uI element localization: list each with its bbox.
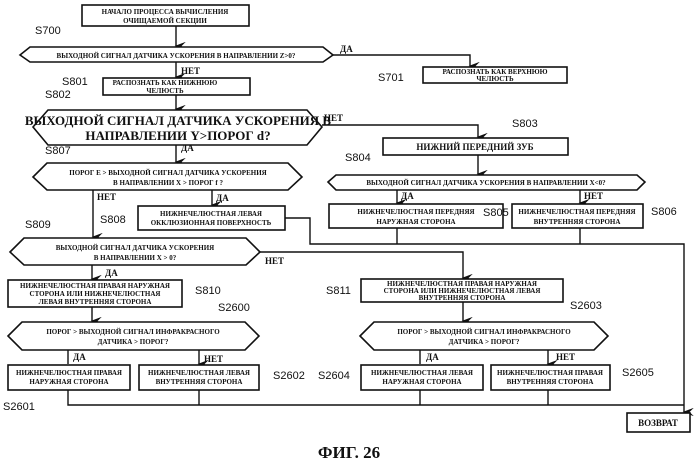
svg-text:ОЧИЩАЕМОЙ СЕКЦИИ: ОЧИЩАЕМОЙ СЕКЦИИ — [123, 17, 207, 25]
svg-text:НИЖНЕЧЕЛЮСТНАЯ ЛЕВАЯ: НИЖНЕЧЕЛЮСТНАЯ ЛЕВАЯ — [160, 210, 262, 218]
svg-text:ДА: ДА — [340, 44, 353, 54]
svg-text:НИЖНЕЧЕЛЮСТНАЯ ПРАВАЯ: НИЖНЕЧЕЛЮСТНАЯ ПРАВАЯ — [497, 369, 603, 377]
svg-text:НЕТ: НЕТ — [97, 192, 116, 202]
svg-text:НАРУЖНАЯ СТОРОНА: НАРУЖНАЯ СТОРОНА — [376, 218, 455, 226]
svg-text:НЕТ: НЕТ — [181, 66, 200, 76]
svg-text:ВЫХОДНОЙ СИГНАЛ ДАТЧИКА УСКОРЕ: ВЫХОДНОЙ СИГНАЛ ДАТЧИКА УСКОРЕНИЯ В — [25, 113, 332, 128]
svg-text:S2605: S2605 — [622, 367, 654, 379]
svg-text:НИЖНЕЧЕЛЮСТНАЯ ПЕРЕДНЯЯ: НИЖНЕЧЕЛЮСТНАЯ ПЕРЕДНЯЯ — [518, 208, 635, 216]
svg-text:ВНУТРЕННЯЯ СТОРОНА: ВНУТРЕННЯЯ СТОРОНА — [419, 294, 506, 302]
process-s701: S701 РАСПОЗНАТЬ КАК ВЕРХНЮЮ ЧЕЛЮСТЬ — [378, 67, 567, 84]
svg-text:ОККЛЮЗИОННАЯ ПОВЕРХНОСТЬ: ОККЛЮЗИОННАЯ ПОВЕРХНОСТЬ — [151, 219, 272, 227]
process-s806: НИЖНЕЧЕЛЮСТНАЯ ПЕРЕДНЯЯ ВНУТРЕННЯЯ СТОРО… — [512, 204, 677, 228]
svg-text:НЕТ: НЕТ — [324, 113, 343, 123]
svg-text:ВЫХОДНОЙ СИГНАЛ ДАТЧИКА УСКОРЕ: ВЫХОДНОЙ СИГНАЛ ДАТЧИКА УСКОРЕНИЯ — [56, 244, 214, 252]
svg-text:S2601: S2601 — [3, 401, 35, 413]
svg-text:НИЖНЕЧЕЛЮСТНАЯ ПРАВАЯ НАРУЖНАЯ: НИЖНЕЧЕЛЮСТНАЯ ПРАВАЯ НАРУЖНАЯ — [20, 282, 170, 290]
svg-text:НИЖНЕЧЕЛЮСТНАЯ ПЕРЕДНЯЯ: НИЖНЕЧЕЛЮСТНАЯ ПЕРЕДНЯЯ — [357, 208, 474, 216]
svg-text:НИЖНЕЧЕЛЮСТНАЯ ЛЕВАЯ: НИЖНЕЧЕЛЮСТНАЯ ЛЕВАЯ — [148, 369, 250, 377]
svg-text:ЛЕВАЯ ВНУТРЕННЯЯ СТОРОНА: ЛЕВАЯ ВНУТРЕННЯЯ СТОРОНА — [39, 298, 152, 306]
decision-s804: S804 ВЫХОДНОЙ СИГНАЛ ДАТЧИКА УСКОРЕНИЯ В… — [328, 152, 645, 201]
process-s811: S811 НИЖНЕЧЕЛЮСТНАЯ ПРАВАЯ НАРУЖНАЯ СТОР… — [326, 279, 563, 302]
end-box: ВОЗВРАТ — [627, 413, 690, 432]
svg-text:НИЖНЕЧЕЛЮСТНАЯ ПРАВАЯ: НИЖНЕЧЕЛЮСТНАЯ ПРАВАЯ — [16, 369, 122, 377]
svg-text:S807: S807 — [45, 145, 71, 157]
svg-text:S806: S806 — [651, 206, 677, 218]
svg-text:ВНУТРЕННЯЯ СТОРОНА: ВНУТРЕННЯЯ СТОРОНА — [507, 378, 594, 386]
svg-text:В НАПРАВЛЕНИИ X > 0?: В НАПРАВЛЕНИИ X > 0? — [94, 254, 177, 262]
svg-text:S701: S701 — [378, 72, 404, 84]
svg-text:ЧЕЛЮСТЬ: ЧЕЛЮСТЬ — [146, 87, 184, 95]
svg-text:НЕТ: НЕТ — [584, 191, 603, 201]
svg-text:НЕТ: НЕТ — [204, 354, 223, 364]
svg-text:ПОРОГ > ВЫХОДНОЙ СИГНАЛ ИНФРАК: ПОРОГ > ВЫХОДНОЙ СИГНАЛ ИНФРАКРАСНОГО — [46, 328, 220, 336]
decision-s802: S802 ВЫХОДНОЙ СИГНАЛ ДАТЧИКА УСКОРЕНИЯ В… — [25, 89, 343, 153]
svg-text:ВНУТРЕННЯЯ СТОРОНА: ВНУТРЕННЯЯ СТОРОНА — [156, 378, 243, 386]
process-s808: S808 НИЖНЕЧЕЛЮСТНАЯ ЛЕВАЯ ОККЛЮЗИОННАЯ П… — [100, 206, 285, 230]
svg-text:ЧЕЛЮСТЬ: ЧЕЛЮСТЬ — [476, 75, 514, 83]
svg-text:НЕТ: НЕТ — [556, 352, 575, 362]
svg-text:СТОРОНА ИЛИ НИЖНЕЧЕЛЮСТНАЯ: СТОРОНА ИЛИ НИЖНЕЧЕЛЮСТНАЯ — [30, 290, 161, 298]
svg-text:НИЖНЕЧЕЛЮСТНАЯ ЛЕВАЯ: НИЖНЕЧЕЛЮСТНАЯ ЛЕВАЯ — [371, 369, 473, 377]
svg-text:S801: S801 — [62, 76, 88, 88]
decision-s700: S700 ВЫХОДНОЙ СИГНАЛ ДАТЧИКА УСКОРЕНИЯ В… — [20, 25, 353, 76]
svg-text:НАРУЖНАЯ СТОРОНА: НАРУЖНАЯ СТОРОНА — [29, 378, 108, 386]
decision-s807: S807 ПОРОГ E > ВЫХОДНОЙ СИГНАЛ ДАТЧИКА У… — [33, 145, 302, 203]
svg-text:ПОРОГ E > ВЫХОДНОЙ СИГНАЛ ДАТЧ: ПОРОГ E > ВЫХОДНОЙ СИГНАЛ ДАТЧИКА УСКОРЕ… — [69, 169, 266, 177]
process-s810: НИЖНЕЧЕЛЮСТНАЯ ПРАВАЯ НАРУЖНАЯ СТОРОНА И… — [8, 280, 221, 307]
svg-text:S810: S810 — [195, 285, 221, 297]
svg-text:S811: S811 — [326, 285, 351, 297]
process-s801: S801 РАСПОЗНАТЬ КАК НИЖНЮЮ ЧЕЛЮСТЬ — [62, 76, 250, 95]
svg-text:НАЧАЛО ПРОЦЕССА ВЫЧИСЛЕНИЯ: НАЧАЛО ПРОЦЕССА ВЫЧИСЛЕНИЯ — [102, 8, 229, 16]
svg-text:S809: S809 — [25, 219, 51, 231]
figure-caption: ФИГ. 26 — [318, 443, 380, 462]
process-s2601: НИЖНЕЧЕЛЮСТНАЯ ПРАВАЯ НАРУЖНАЯ СТОРОНА S… — [3, 365, 130, 413]
svg-text:РАСПОЗНАТЬ КАК НИЖНЮЮ: РАСПОЗНАТЬ КАК НИЖНЮЮ — [113, 79, 218, 87]
svg-text:ПОРОГ > ВЫХОДНОЙ СИГНАЛ ИНФРАК: ПОРОГ > ВЫХОДНОЙ СИГНАЛ ИНФРАКРАСНОГО — [397, 328, 571, 336]
svg-text:ДА: ДА — [216, 193, 229, 203]
process-s2604: S2604 НИЖНЕЧЕЛЮСТНАЯ ЛЕВАЯ НАРУЖНАЯ СТОР… — [318, 365, 483, 390]
svg-text:ДА: ДА — [181, 143, 194, 153]
process-s2605: НИЖНЕЧЕЛЮСТНАЯ ПРАВАЯ ВНУТРЕННЯЯ СТОРОНА… — [491, 365, 654, 390]
svg-text:S700: S700 — [35, 25, 61, 37]
decision-s2600: S2600 ПОРОГ > ВЫХОДНОЙ СИГНАЛ ИНФРАКРАСН… — [8, 302, 259, 364]
decision-s2603: S2603 ПОРОГ > ВЫХОДНОЙ СИГНАЛ ИНФРАКРАСН… — [360, 300, 608, 362]
svg-text:НАПРАВЛЕНИИ Y>ПОРОГ d?: НАПРАВЛЕНИИ Y>ПОРОГ d? — [85, 128, 270, 143]
process-s2602: НИЖНЕЧЕЛЮСТНАЯ ЛЕВАЯ ВНУТРЕННЯЯ СТОРОНА … — [139, 365, 305, 390]
svg-text:НИЖНИЙ ПЕРЕДНИЙ ЗУБ: НИЖНИЙ ПЕРЕДНИЙ ЗУБ — [416, 142, 533, 152]
svg-text:ДАТЧИКА > ПОРОГ?: ДАТЧИКА > ПОРОГ? — [449, 338, 520, 346]
svg-text:ВНУТРЕННЯЯ СТОРОНА: ВНУТРЕННЯЯ СТОРОНА — [534, 218, 621, 226]
svg-text:В НАПРАВЛЕНИИ X > ПОРОГ f ?: В НАПРАВЛЕНИИ X > ПОРОГ f ? — [113, 179, 223, 187]
svg-text:ДА: ДА — [105, 268, 118, 278]
start-box: НАЧАЛО ПРОЦЕССА ВЫЧИСЛЕНИЯ ОЧИЩАЕМОЙ СЕК… — [82, 5, 249, 26]
process-s803: S803 НИЖНИЙ ПЕРЕДНИЙ ЗУБ — [383, 118, 568, 155]
svg-text:S804: S804 — [345, 152, 371, 164]
svg-text:S2600: S2600 — [218, 302, 250, 314]
svg-text:ДА: ДА — [73, 352, 86, 362]
svg-text:НАРУЖНАЯ СТОРОНА: НАРУЖНАЯ СТОРОНА — [382, 378, 461, 386]
svg-text:ДАТЧИКА > ПОРОГ?: ДАТЧИКА > ПОРОГ? — [98, 338, 169, 346]
svg-text:S2603: S2603 — [570, 300, 602, 312]
svg-text:НЕТ: НЕТ — [265, 256, 284, 266]
svg-text:S805: S805 — [483, 207, 509, 219]
svg-text:S808: S808 — [100, 214, 126, 226]
svg-text:ВЫХОДНОЙ СИГНАЛ ДАТЧИКА УСКОРЕ: ВЫХОДНОЙ СИГНАЛ ДАТЧИКА УСКОРЕНИЯ В НАПР… — [57, 52, 296, 60]
svg-text:S2604: S2604 — [318, 370, 350, 382]
svg-text:S2602: S2602 — [273, 370, 305, 382]
svg-text:S803: S803 — [512, 118, 538, 130]
svg-text:ДА: ДА — [401, 191, 414, 201]
svg-text:ВОЗВРАТ: ВОЗВРАТ — [638, 418, 678, 428]
svg-text:S802: S802 — [45, 89, 71, 101]
svg-text:ВЫХОДНОЙ СИГНАЛ ДАТЧИКА УСКОРЕ: ВЫХОДНОЙ СИГНАЛ ДАТЧИКА УСКОРЕНИЯ В НАПР… — [366, 179, 606, 187]
process-s805: НИЖНЕЧЕЛЮСТНАЯ ПЕРЕДНЯЯ НАРУЖНАЯ СТОРОНА… — [329, 204, 509, 228]
svg-text:ДА: ДА — [426, 352, 439, 362]
